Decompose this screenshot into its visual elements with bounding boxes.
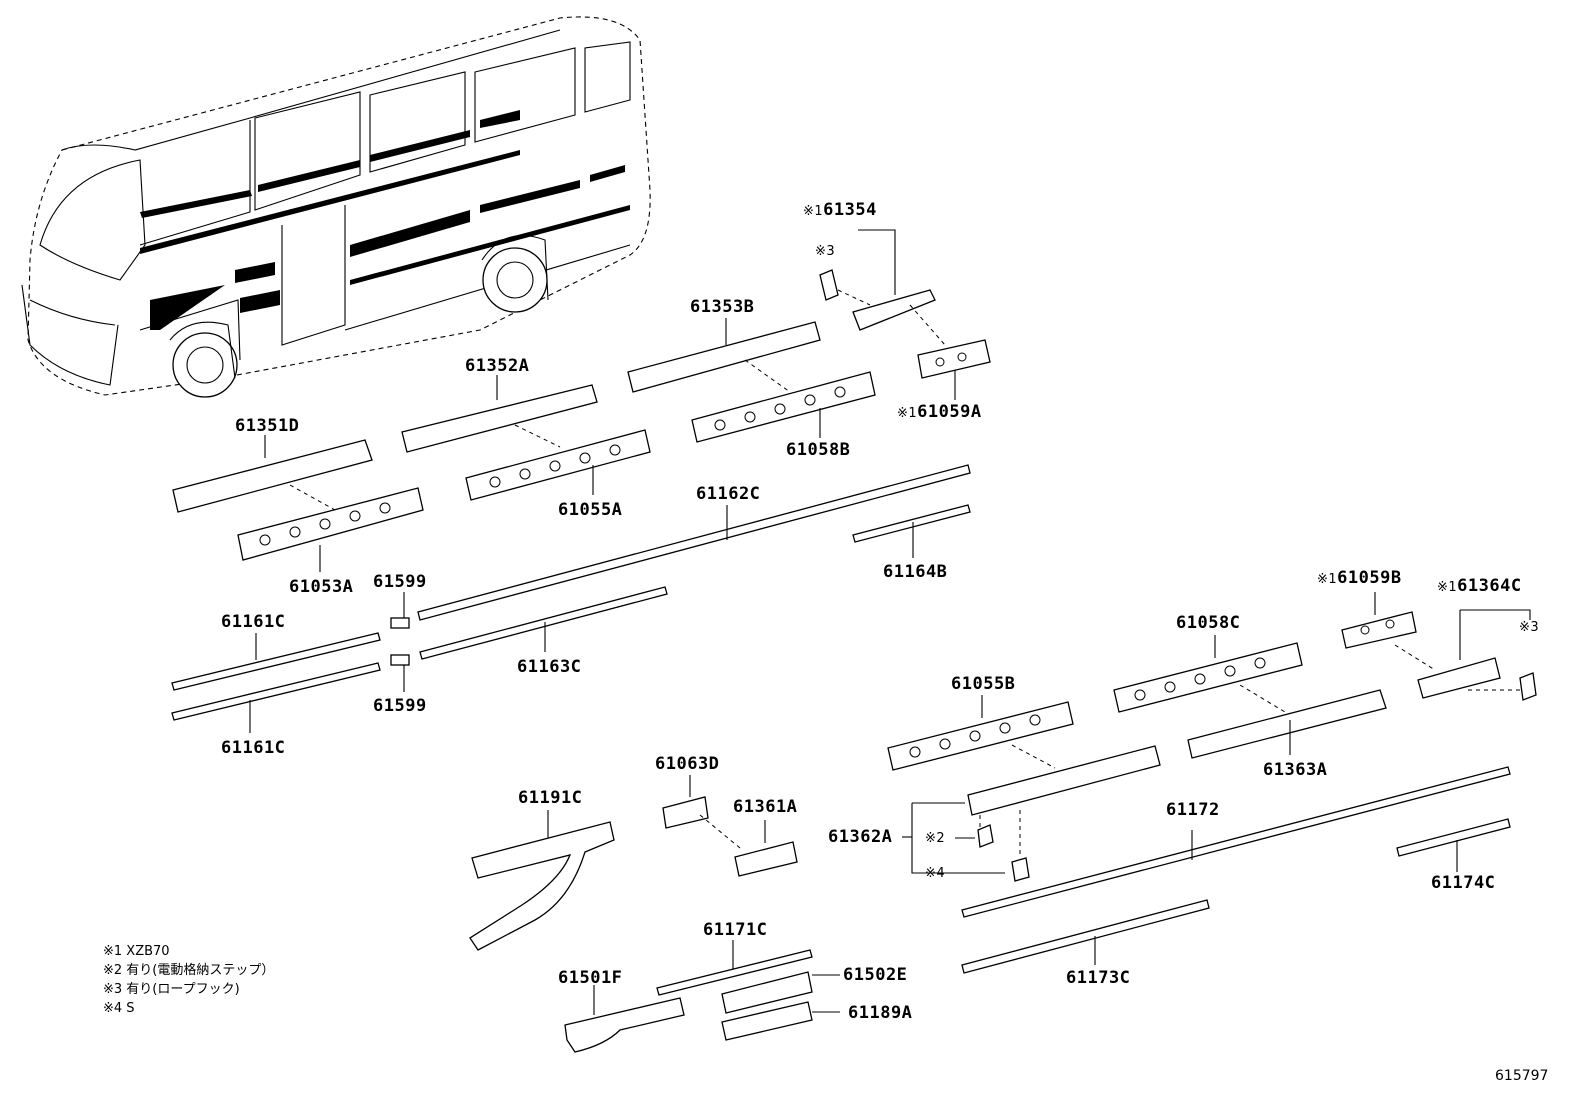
part-61171C-drawing: [656, 940, 813, 996]
part-61501F-drawing: [564, 985, 685, 1053]
label-61053A: 61053A: [289, 577, 354, 597]
part-61058B-drawing: [691, 371, 876, 443]
label-61362A-note2: ※2: [925, 831, 946, 846]
label-61172: 61172: [1166, 800, 1220, 820]
label-61364C: ※161364C: [1437, 576, 1522, 596]
label-61189A: 61189A: [848, 1003, 913, 1023]
label-61354: ※161354: [803, 200, 877, 220]
part-61059A-drawing: [917, 339, 991, 400]
part-61363A-drawing: [1187, 689, 1387, 759]
part-61352A-drawing: [401, 375, 598, 453]
part-61361A-drawing: [734, 820, 798, 877]
label-61362A-note4: ※4: [925, 866, 946, 881]
label-61599-top: 61599: [373, 572, 427, 592]
label-61599-bottom: 61599: [373, 696, 427, 716]
label-61063D: 61063D: [655, 754, 720, 774]
label-61161C-top: 61161C: [221, 612, 286, 632]
part-61053A-drawing: [237, 487, 424, 572]
part-61173C-drawing: [961, 899, 1210, 974]
label-61059B: ※161059B: [1317, 568, 1402, 588]
part-61055B-drawing: [887, 695, 1074, 771]
part-61351D-drawing: [172, 435, 373, 513]
part-61364C-drawing: [1417, 609, 1537, 701]
label-61059A: ※161059A: [897, 402, 982, 422]
part-61059B-drawing: [1341, 592, 1436, 671]
legend-item-1: ※1 XZB70: [103, 944, 170, 959]
label-61171C: 61171C: [703, 920, 768, 940]
label-61055B: 61055B: [951, 674, 1016, 694]
label-61163C: 61163C: [517, 657, 582, 677]
part-61362A-drawing: [902, 745, 1161, 882]
label-61174C: 61174C: [1431, 873, 1496, 893]
label-61352A: 61352A: [465, 356, 530, 376]
legend-item-2: ※2 有り(電動格納ステップ）: [103, 963, 275, 978]
label-61055A: 61055A: [558, 500, 623, 520]
part-61161C-drawing: [171, 632, 381, 733]
label-61353B: 61353B: [690, 297, 755, 317]
legend-item-3: ※3 有り(ロープフック): [103, 982, 240, 997]
label-61058C: 61058C: [1176, 613, 1241, 633]
label-61162C: 61162C: [696, 484, 761, 504]
part-61055A-drawing: [465, 429, 651, 501]
part-61164B-drawing: [852, 504, 971, 558]
part-61599-drawing: [390, 592, 410, 692]
label-61354-note3: ※3: [815, 244, 836, 259]
part-61163C-drawing: [419, 586, 668, 660]
label-61173C: 61173C: [1066, 968, 1131, 988]
part-61174C-drawing: [1396, 818, 1511, 872]
document-number: 615797: [1495, 1068, 1549, 1084]
part-61353B-drawing: [627, 318, 821, 393]
vehicle-outline: [21, 16, 651, 398]
label-61502E: 61502E: [843, 965, 908, 985]
part-61172-drawing: [961, 766, 1511, 918]
label-61191C: 61191C: [518, 788, 583, 808]
part-61063D-drawing: [662, 775, 741, 849]
part-61189A-drawing: [721, 1001, 840, 1041]
part-61502E-drawing: [721, 971, 840, 1014]
label-61362A: 61362A: [828, 827, 893, 847]
legend: ※1 XZB70 ※2 有り(電動格納ステップ） ※3 有り(ロープフック) ※…: [103, 942, 274, 1018]
label-61351D: 61351D: [235, 416, 300, 436]
part-61058C-drawing: [1113, 635, 1303, 713]
label-61164B: 61164B: [883, 562, 948, 582]
label-61161C-bottom: 61161C: [221, 738, 286, 758]
label-61058B: 61058B: [786, 440, 851, 460]
part-61162C-drawing: [417, 464, 971, 621]
legend-item-4: ※4 S: [103, 1001, 135, 1016]
part-61354-drawing: [819, 229, 946, 346]
label-61501F: 61501F: [558, 968, 623, 988]
label-61364C-note3: ※3: [1519, 620, 1540, 635]
label-61363A: 61363A: [1263, 760, 1328, 780]
part-61191C-drawing: [469, 810, 615, 951]
label-61361A: 61361A: [733, 797, 798, 817]
